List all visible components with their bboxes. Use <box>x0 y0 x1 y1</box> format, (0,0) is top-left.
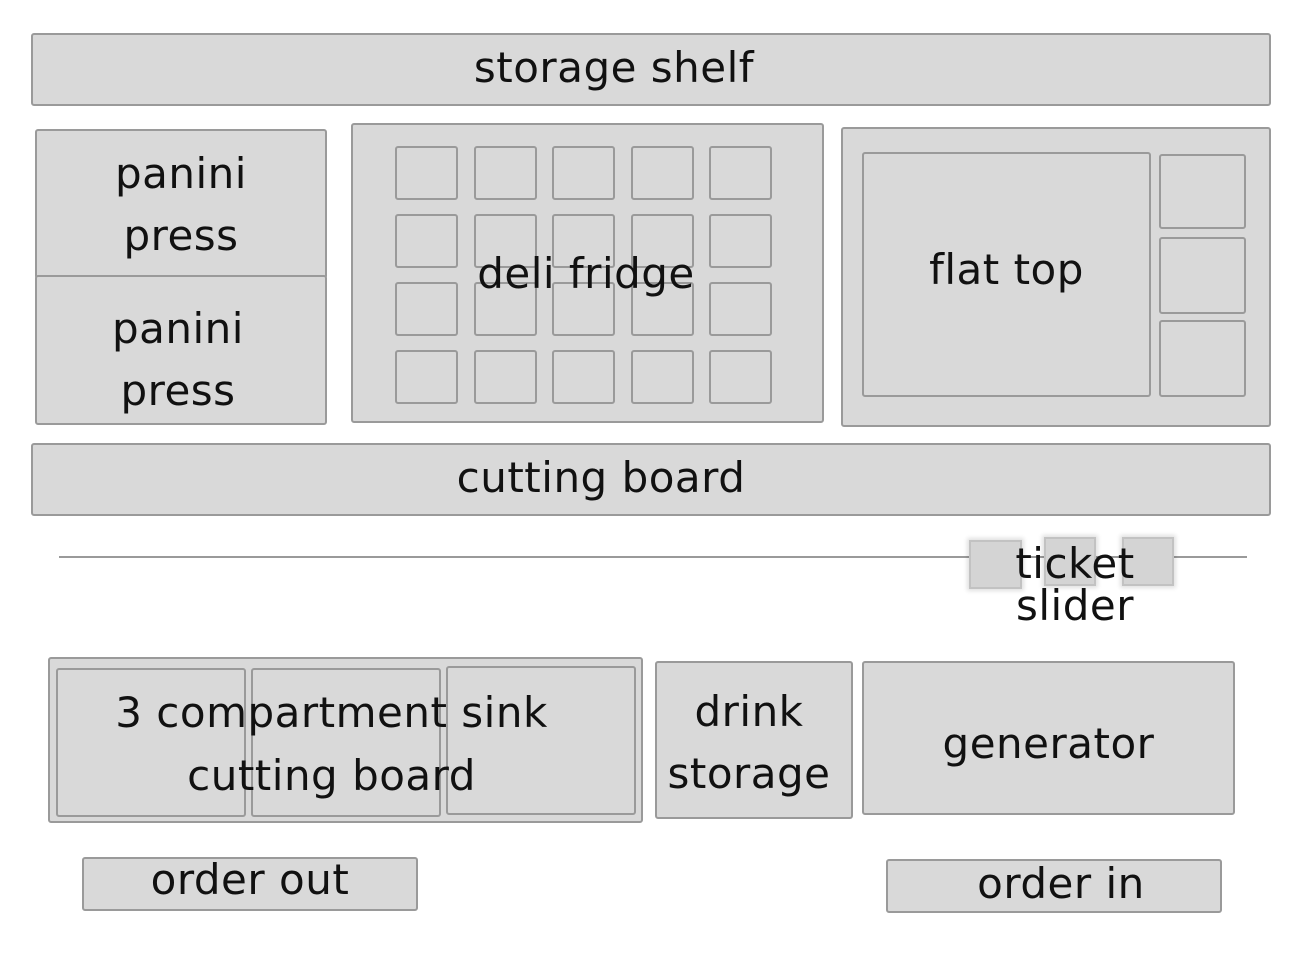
drink-storage <box>655 661 853 819</box>
deli-fridge-bin <box>395 350 458 404</box>
deli-fridge-bin <box>552 350 615 404</box>
deli-fridge-bin <box>474 282 537 336</box>
deli-fridge-bin <box>474 350 537 404</box>
panini-press-top <box>35 129 327 279</box>
deli-fridge-bin <box>474 214 537 268</box>
ticket-3 <box>1122 537 1174 586</box>
flat-top-side-bin-3 <box>1159 320 1246 397</box>
deli-fridge-bin <box>395 214 458 268</box>
order-in <box>886 859 1222 913</box>
sink-compartment-2 <box>251 668 441 817</box>
sink-compartment-1 <box>56 668 246 817</box>
deli-fridge-bin <box>709 350 772 404</box>
cutting-board-main <box>31 443 1271 516</box>
panini-press-bottom <box>35 275 327 425</box>
flat-top-surface <box>862 152 1151 397</box>
sink-compartment-3 <box>446 666 636 815</box>
deli-fridge-bin <box>474 146 537 200</box>
ticket-2 <box>1044 537 1096 586</box>
deli-fridge-bin <box>395 282 458 336</box>
deli-fridge-bin <box>631 146 694 200</box>
deli-fridge-bin <box>631 350 694 404</box>
deli-fridge-bin <box>709 146 772 200</box>
deli-fridge-bin <box>395 146 458 200</box>
deli-fridge-bin <box>631 282 694 336</box>
deli-fridge-bin <box>552 282 615 336</box>
flat-top-side-bin-1 <box>1159 154 1246 229</box>
deli-fridge-bin <box>709 282 772 336</box>
ticket-1 <box>969 540 1022 589</box>
storage-shelf <box>31 33 1271 106</box>
deli-fridge-bin <box>631 214 694 268</box>
deli-fridge-bin <box>552 214 615 268</box>
order-out <box>82 857 418 911</box>
deli-fridge-bin <box>709 214 772 268</box>
ticket-rail <box>59 556 1247 558</box>
deli-fridge-bin <box>552 146 615 200</box>
generator <box>862 661 1235 815</box>
flat-top-side-bin-2 <box>1159 237 1246 314</box>
